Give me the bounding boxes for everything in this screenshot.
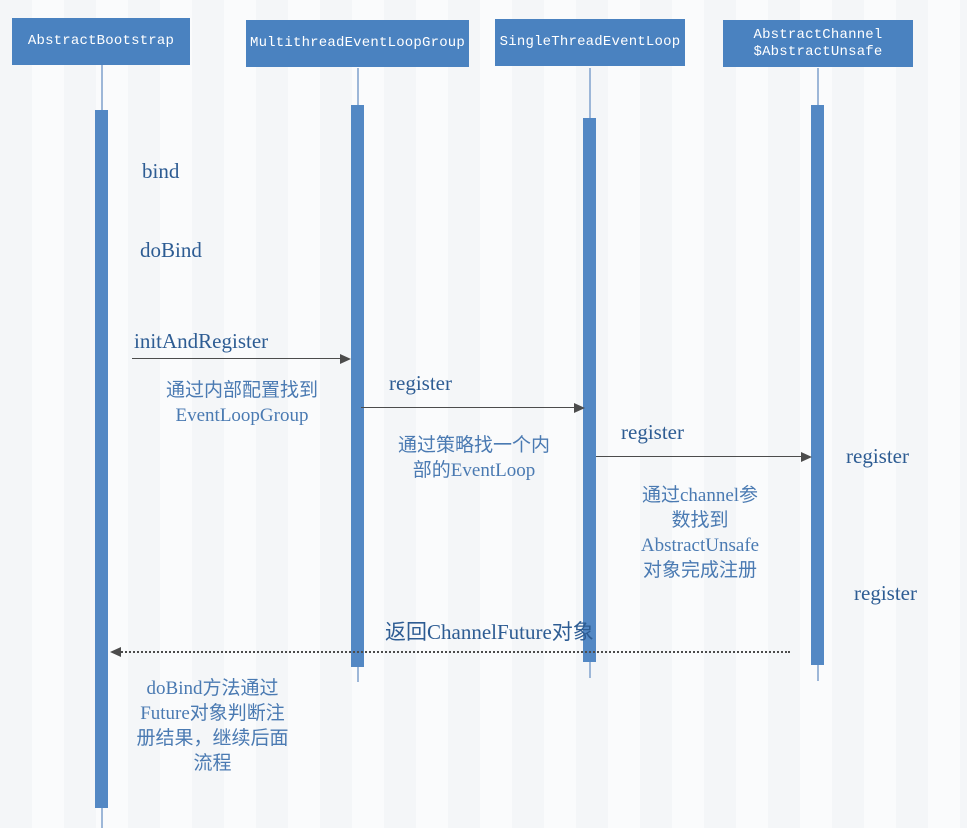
message-arrow-register-stel-unsafe [596, 456, 809, 457]
participant-multithreadeventloopgroup[interactable]: MultithreadEventLoopGroup [246, 20, 469, 67]
message-arrowhead-return-channelfuture [110, 647, 121, 657]
message-label-register-unsafe-self-1: register [846, 444, 909, 468]
activation-bar-unsafe [811, 105, 824, 665]
note-find-abstractunsafe: 通过channel参 数找到 AbstractUnsafe 对象完成注册 [640, 485, 760, 581]
message-arrowhead-initandregister [340, 354, 351, 364]
activation-bar-stel [583, 118, 596, 662]
activation-bar-bootstrap [95, 110, 108, 808]
message-arrowhead-register-mtelg-stel [574, 403, 585, 413]
note-dobind-future-result: doBind方法通过 Future对象判断注 册结果，继续后面 流程 [136, 678, 289, 774]
activation-bar-mtelg [351, 105, 364, 667]
message-label-register-stel-unsafe: register [621, 420, 684, 444]
message-label-initandregister: initAndRegister [134, 329, 269, 353]
message-return-arrow-channelfuture [118, 651, 790, 653]
participant-abstractchannel-abstractunsafe[interactable]: AbstractChannel $AbstractUnsafe [723, 20, 913, 67]
message-arrowhead-register-stel-unsafe [801, 452, 812, 462]
message-label-bind: bind [142, 159, 180, 183]
note-find-eventloopgroup: 通过内部配置找到 EventLoopGroup [165, 380, 318, 426]
message-label-register-unsafe-self-2: register [854, 581, 917, 605]
participant-singlethreadeventloop[interactable]: SingleThreadEventLoop [495, 19, 685, 66]
message-label-register-mtelg-stel: register [389, 371, 452, 395]
message-arrow-register-mtelg-stel [361, 407, 582, 408]
message-arrow-initandregister [132, 358, 348, 359]
message-label-dobind: doBind [140, 238, 202, 262]
participant-abstractbootstrap[interactable]: AbstractBootstrap [12, 18, 190, 65]
note-pick-eventloop: 通过策略找一个内 部的EventLoop [397, 435, 550, 481]
message-label-return-channelfuture: 返回ChannelFuture对象 [385, 620, 594, 644]
